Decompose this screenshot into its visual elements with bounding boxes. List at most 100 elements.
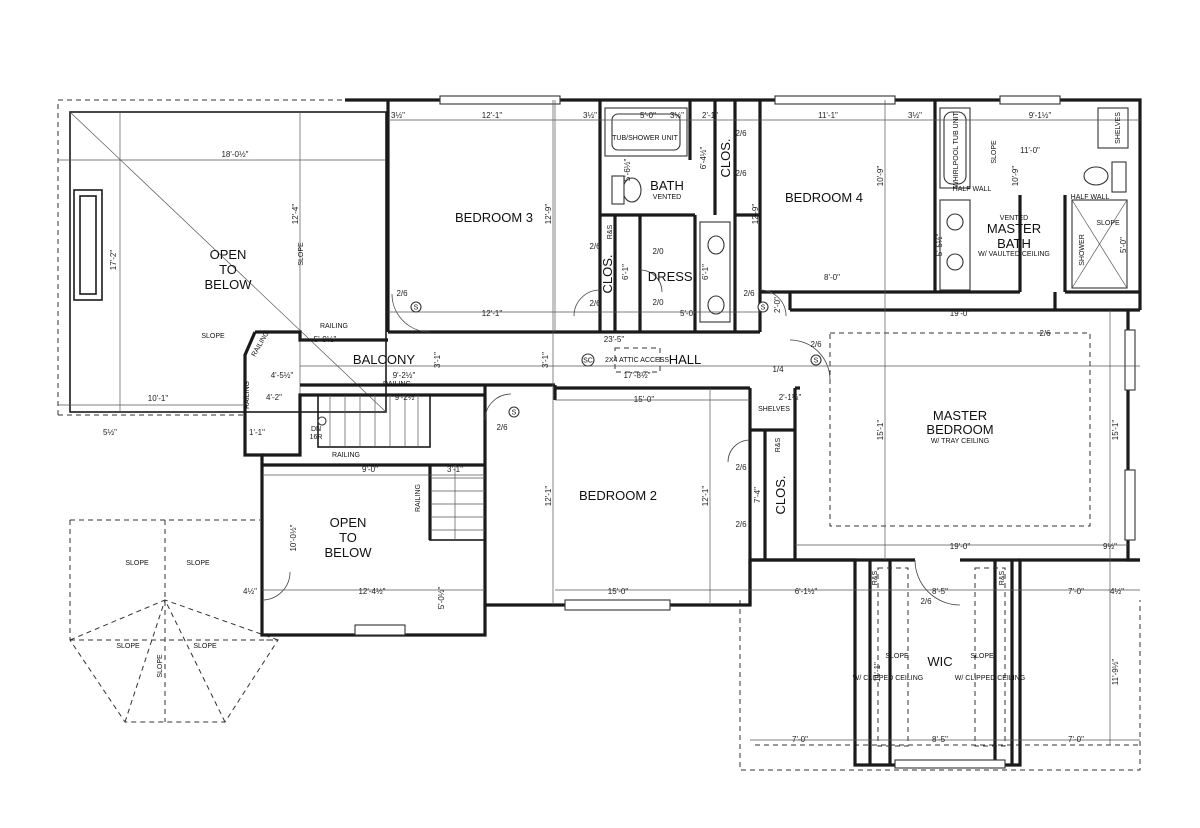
plumbing-fixtures (604, 107, 1129, 323)
dim-label: 5'-0½" (437, 587, 446, 610)
railing-2-label: RAILING (383, 381, 411, 388)
half-wall-b-label: HALF WALL (1071, 194, 1110, 201)
closet-bedroom3-label: CLOS. (600, 254, 615, 293)
door-label: 2/6 (1039, 329, 1051, 338)
door-label: 2/6 (589, 242, 601, 251)
railing-1-label: RAILING (320, 323, 348, 330)
dim-label: 10'-9" (1011, 166, 1020, 187)
rs-wic-left-label: R&S (872, 570, 879, 585)
balcony-label: BALCONY (353, 352, 415, 367)
dim-label: 6'-4½" (699, 147, 708, 170)
dim-label: 12'-1" (701, 486, 710, 507)
otb-mid-1: OPEN (330, 515, 367, 530)
dim-label: 11'-9½" (1111, 659, 1120, 686)
open-to-below-left-area (58, 111, 387, 413)
bath-label: BATH (650, 178, 684, 193)
slope-label: SLOPE (193, 643, 217, 650)
dim-label: 6'-1½" (795, 587, 818, 596)
dim-label: 3½" (583, 111, 597, 120)
dimension-texts: 18'-0½" 3½" 12'-1" 3½" 5'-0" 3½" 2'-1" 1… (103, 111, 1128, 744)
dim-label: 17'-2" (109, 250, 118, 271)
dim-label: 11'-1" (818, 111, 838, 120)
attic-access-label: 2X4 ATTIC ACCESS (605, 357, 669, 364)
master-bath-label-2: BATH (997, 236, 1031, 251)
dim-label: 12'-1" (482, 111, 503, 120)
dim-label: 5'-9½" (314, 335, 337, 344)
shelves-ne-label: SHELVES (1115, 112, 1122, 144)
dim-label: 12'-1" (544, 486, 553, 507)
smoke-detector-icon (410, 301, 422, 313)
slope-label: SLOPE (991, 140, 998, 164)
tray-ceiling-outline (614, 332, 1091, 747)
roof-outline-dashed (57, 99, 1141, 771)
dim-label: 12'-1" (482, 309, 503, 318)
door-label: 2/6 (396, 289, 408, 298)
stairs (317, 394, 486, 541)
dim-label: 5'-0" (1119, 237, 1128, 253)
master-bath-note-top: VENTED (1000, 215, 1028, 222)
dim-label: 9'-2½" (395, 393, 418, 402)
slope-label: SLOPE (201, 333, 225, 340)
stair-risers-label: 16R (310, 434, 323, 441)
otb-left-3: BELOW (205, 277, 253, 292)
dim-label: 3'-1" (433, 352, 442, 368)
dim-label: 4½" (243, 587, 257, 596)
shelves-hall-label: SHELVES (758, 406, 790, 413)
dim-label: 5'-0" (680, 309, 696, 318)
railing-3-label: RAILING (332, 452, 360, 459)
dim-label: 3'-1" (541, 352, 550, 368)
otb-left-2: TO (219, 262, 237, 277)
slope-labels: SLOPE SLOPE SLOPE SLOPE SLOPE SLOPE SLOP… (116, 140, 1120, 678)
smoke-co-detector-icon (581, 353, 595, 367)
dim-label: 5'-5½" (935, 234, 944, 257)
dim-label: 4'-2" (266, 393, 282, 402)
smoke-detector-icon (810, 354, 822, 366)
dim-label: 11'-1" (873, 662, 882, 682)
dim-label: 19'-0" (950, 309, 971, 318)
dim-label: 6'-1" (621, 264, 630, 280)
dim-label: 10'-1" (148, 394, 169, 403)
door-size-labels: 2/6 2/6 2/0 2/0 2/6 2/6 2/6 2/6 2/6 2/6 … (396, 129, 1051, 606)
dim-label: 5½" (103, 428, 117, 437)
dim-label: 12'-9" (751, 204, 760, 225)
dim-label: 8'-5" (932, 735, 948, 744)
slope-label: SLOPE (970, 653, 994, 660)
dressing-label: DRESS. (648, 269, 696, 284)
door-label: 2/0 (652, 247, 664, 256)
door-swings (261, 269, 961, 606)
slope-label: SLOPE (1096, 220, 1120, 227)
dim-label: 7'-4" (753, 487, 762, 503)
door-label: 2/6 (735, 463, 747, 472)
dim-label: 8'-0" (824, 273, 840, 282)
dim-label: 9'-2½" (393, 371, 416, 380)
otb-mid-2: TO (339, 530, 357, 545)
dim-label: 3½" (391, 111, 405, 120)
dim-label: 2'-1½" (779, 393, 802, 402)
door-label: 2/6 (735, 169, 747, 178)
slope-label: SLOPE (125, 560, 149, 567)
dim-label: 5'-6½" (623, 159, 632, 182)
dim-label: 7'-0" (792, 735, 808, 744)
dim-label: 12'-4½" (358, 587, 385, 596)
railing-4-label: RAILING (244, 381, 251, 409)
bath-note: VENTED (653, 194, 681, 201)
dim-label: 17'-8½" (623, 371, 650, 380)
door-label: 2/6 (735, 520, 747, 529)
master-bedroom-label-2: BEDROOM (926, 422, 993, 437)
dim-label: 12'-4" (291, 204, 300, 225)
slope-label: SLOPE (885, 653, 909, 660)
dim-label: 4½" (1110, 587, 1124, 596)
door-label: 2/6 (589, 299, 601, 308)
tub-shower-label: TUB/SHOWER UNIT (612, 135, 678, 142)
dim-label: 9'-0" (362, 465, 378, 474)
bedroom-4-label: BEDROOM 4 (785, 190, 863, 205)
rs-b3-label: R&S (607, 224, 614, 239)
door-label: 2/6 (920, 597, 932, 606)
dim-label: 7'-0" (1068, 587, 1084, 596)
dim-label: 2'-0" (773, 297, 782, 313)
dim-label: 3½" (670, 111, 684, 120)
dim-label: 19'-0" (950, 542, 971, 551)
dim-label: 18'-0½" (221, 150, 248, 159)
bedroom-2-label: BEDROOM 2 (579, 488, 657, 503)
